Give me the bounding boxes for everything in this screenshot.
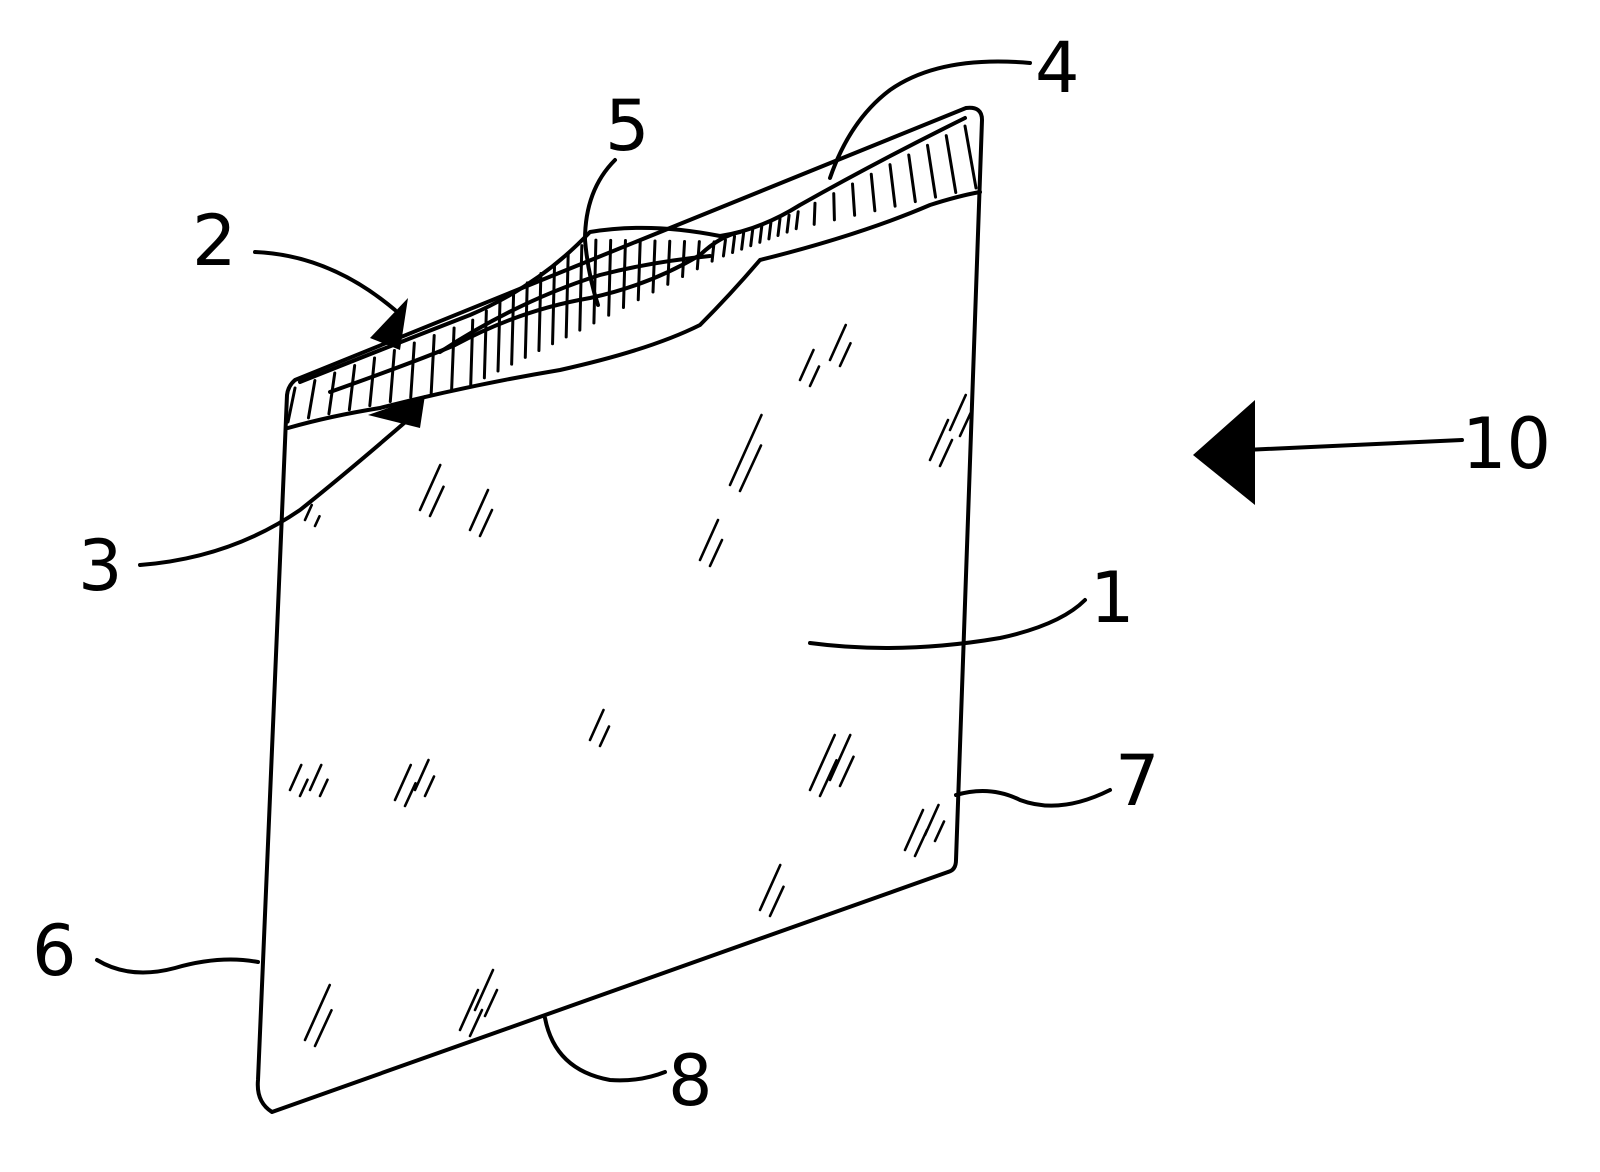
seal-hatching — [288, 126, 976, 422]
hatch-mark — [623, 241, 625, 308]
hatch-mark — [484, 311, 486, 378]
bag-outline — [258, 108, 982, 1112]
reflection-stroke — [810, 367, 819, 387]
reflection-stroke — [405, 783, 416, 806]
reflection-stroke — [590, 710, 604, 740]
hatch-mark — [452, 328, 454, 389]
reflection-stroke — [925, 805, 939, 835]
reflection-stroke — [960, 413, 971, 436]
hatch-mark — [539, 274, 541, 351]
leader-6 — [97, 960, 258, 973]
hatch-mark — [751, 229, 753, 245]
label-3: 3 — [78, 525, 123, 607]
hatch-mark — [668, 241, 670, 284]
reflection-stroke — [470, 1010, 482, 1036]
reflection-stroke — [315, 516, 320, 526]
reflection-stroke — [810, 735, 835, 790]
reflection-stroke — [485, 990, 497, 1016]
reflection-stroke — [315, 1010, 332, 1046]
label-1: 1 — [1090, 557, 1135, 639]
hatch-mark — [638, 241, 640, 300]
hatch-mark — [890, 165, 895, 207]
reflection-stroke — [950, 395, 966, 430]
reflection-stroke — [710, 540, 722, 566]
reflection-stroke — [310, 765, 321, 790]
hatch-mark — [431, 336, 434, 394]
leader-1 — [810, 600, 1085, 648]
hatch-mark — [609, 240, 611, 315]
reflection-stroke — [600, 727, 609, 747]
reflection-stroke — [935, 822, 944, 842]
hatch-mark — [871, 174, 875, 210]
hatch-mark — [712, 242, 714, 261]
hatch-mark — [742, 233, 744, 249]
hatch-mark — [909, 155, 916, 202]
arrowhead-10 — [1193, 400, 1255, 505]
hatch-mark — [580, 246, 582, 331]
leader-2 — [255, 252, 395, 310]
hatch-mark — [723, 240, 725, 256]
hatch-mark — [787, 215, 789, 232]
hatch-mark — [411, 343, 415, 397]
arrowhead-3 — [368, 395, 425, 428]
reflection-stroke — [820, 760, 837, 796]
label-2: 2 — [192, 200, 237, 282]
reflection-stroke — [300, 780, 308, 796]
reflection-stroke — [425, 777, 434, 797]
hatch-mark — [349, 366, 354, 410]
hatch-mark — [553, 264, 555, 344]
hatch-mark — [697, 242, 699, 269]
hatch-mark — [653, 241, 655, 292]
hatch-mark — [853, 184, 855, 215]
hatch-mark — [525, 283, 527, 358]
reflection-stroke — [770, 887, 784, 916]
reflection-stroke — [830, 325, 846, 360]
hatch-mark — [683, 241, 685, 276]
hatch-mark — [308, 381, 314, 418]
reflection-stroke — [395, 765, 411, 800]
hatch-mark — [498, 302, 500, 372]
hatch-mark — [370, 358, 375, 406]
hatch-mark — [471, 320, 473, 385]
hatch-mark — [946, 136, 956, 193]
label-7: 7 — [1115, 740, 1160, 822]
opening-lower-lip — [330, 232, 740, 392]
reflection-stroke — [730, 415, 762, 485]
hatch-mark — [965, 126, 976, 188]
hatch-mark — [512, 292, 514, 364]
hatch-mark — [928, 145, 936, 197]
label-6: 6 — [32, 910, 77, 992]
hatch-mark — [796, 212, 798, 229]
leader-7 — [956, 790, 1110, 806]
hatch-mark — [769, 222, 771, 239]
reflection-stroke — [305, 985, 330, 1040]
label-5: 5 — [605, 85, 650, 167]
hatch-mark — [814, 203, 815, 224]
hatch-mark — [760, 226, 762, 243]
reflection-stroke — [320, 780, 328, 796]
reflection-stroke — [290, 765, 301, 790]
label-10: 10 — [1462, 403, 1551, 485]
reflection-stroke — [415, 760, 429, 790]
leader-10 — [1245, 440, 1462, 450]
leader-3 — [140, 418, 410, 565]
hatch-mark — [778, 219, 780, 236]
reflection-stroke — [800, 350, 814, 380]
reflection-stroke — [840, 757, 854, 786]
label-4: 4 — [1035, 27, 1080, 109]
hatch-mark — [390, 351, 394, 402]
hatch-mark — [733, 236, 735, 252]
hatch-mark — [834, 194, 835, 220]
reflection-stroke — [430, 487, 444, 516]
reflection-stroke — [740, 446, 761, 492]
reflection-stroke — [940, 440, 952, 466]
reflection-stroke — [480, 510, 492, 536]
hatch-mark — [594, 240, 596, 323]
hatch-mark — [566, 255, 568, 337]
leader-8 — [545, 1018, 665, 1080]
reflection-stroke — [840, 343, 851, 366]
label-8: 8 — [668, 1040, 713, 1122]
